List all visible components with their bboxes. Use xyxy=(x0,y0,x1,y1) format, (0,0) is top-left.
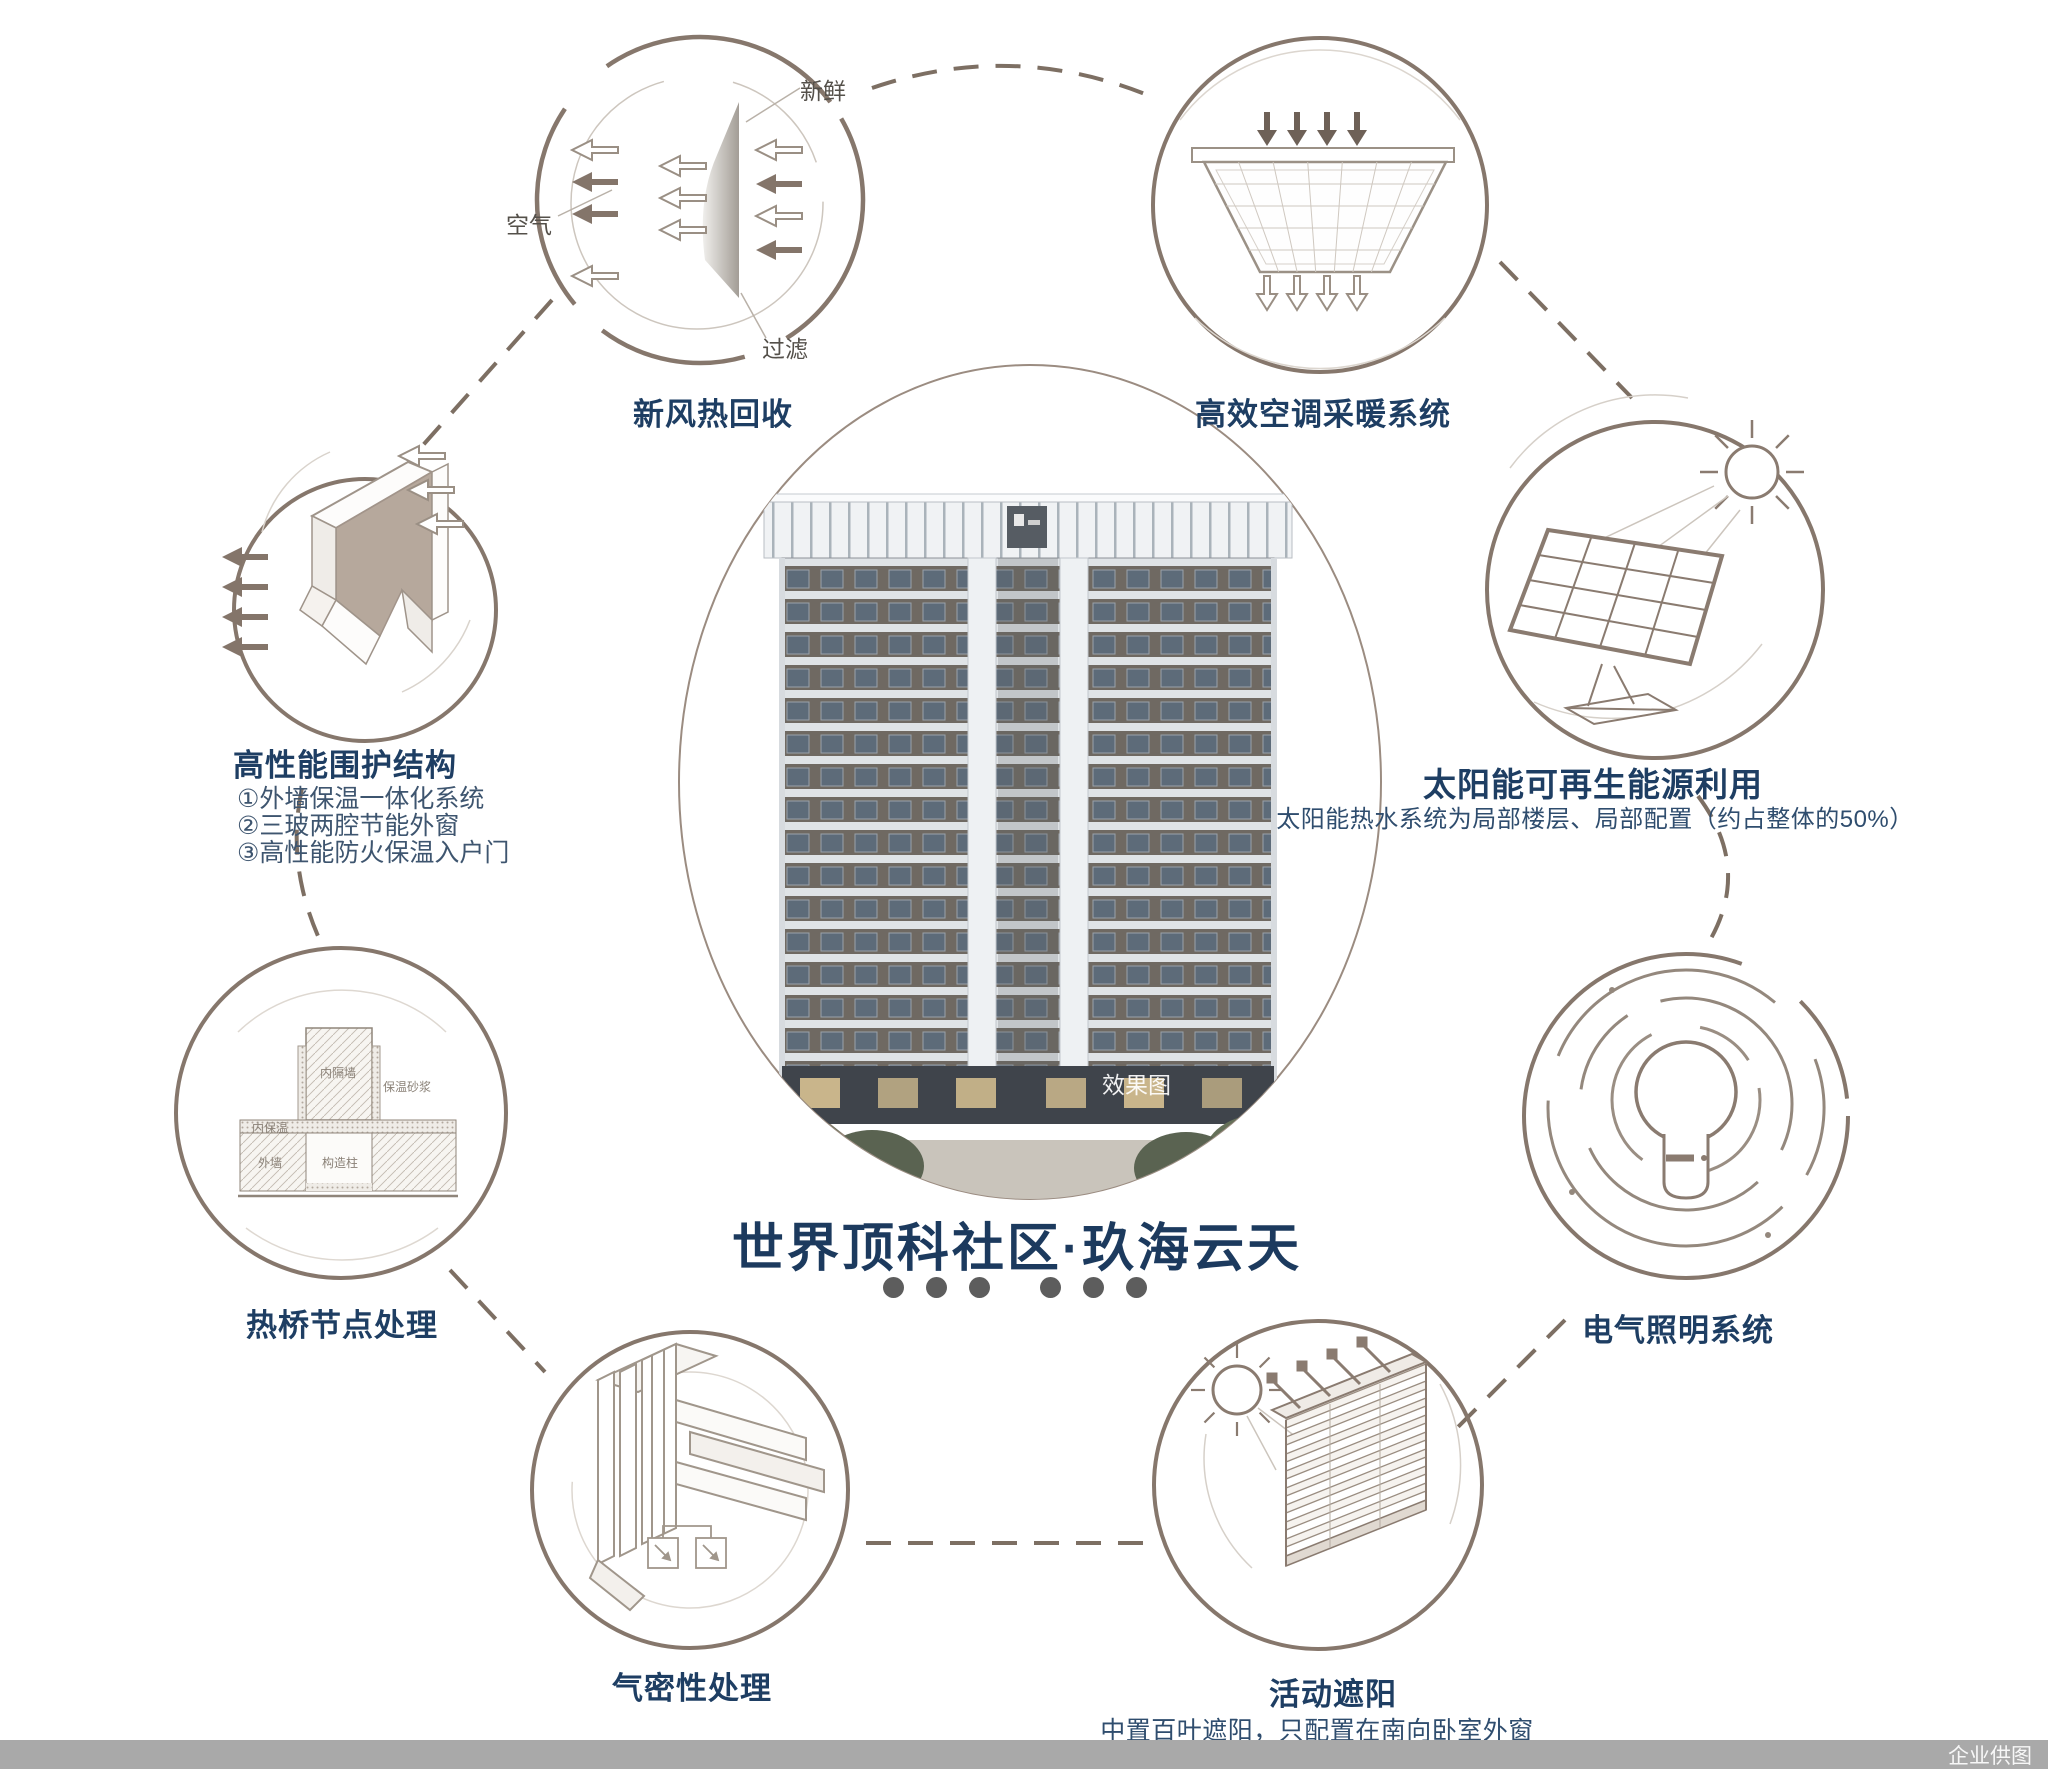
envelope-item-2: ②三玻两腔节能外窗 xyxy=(237,812,460,840)
dot xyxy=(1083,1277,1104,1298)
envelope-diagram xyxy=(222,445,498,743)
fresh-air-annotation-air: 空气 xyxy=(506,212,552,238)
thermal-bridge-diagram xyxy=(174,946,508,1280)
caption-lighting: 电气照明系统 xyxy=(1582,1313,1774,1348)
hvac-supply-arrows xyxy=(1256,275,1368,311)
fresh-air-annotation-fresh: 新鲜 xyxy=(800,78,846,104)
solar-diagram xyxy=(1485,394,1825,760)
image-credit-text: 企业供图 xyxy=(1948,1744,2032,1768)
thermal-label-inner-wall: 内隔墙 xyxy=(320,1066,357,1080)
blind-slats xyxy=(1285,1363,1427,1548)
thermal-label-mortar: 保温砂浆 xyxy=(383,1080,432,1094)
thermal-label-column: 构造柱 xyxy=(322,1156,359,1170)
page-title: 世界顶科社区·玖海云天 xyxy=(731,1220,1303,1278)
dot xyxy=(969,1277,990,1298)
window-profile xyxy=(588,1342,825,1612)
sun-rays xyxy=(1191,1344,1283,1436)
fresh-air-diagram xyxy=(534,34,866,366)
title-dots-decoration xyxy=(883,1277,1147,1298)
rendering-watermark: 效果图 xyxy=(1102,1072,1171,1098)
caption-shading: 活动遮阳 xyxy=(1269,1677,1397,1712)
blind-pins xyxy=(1266,1336,1392,1410)
caption-envelope: 高性能围护结构 xyxy=(233,748,457,783)
detail-callout-boxes xyxy=(647,1525,727,1569)
dashed-connectors xyxy=(294,63,1730,1545)
dot xyxy=(1040,1277,1061,1298)
envelope-solid-arrows xyxy=(222,547,268,657)
caption-fresh-air: 新风热回收 xyxy=(633,397,793,432)
shading-diagram xyxy=(1152,1319,1484,1651)
dot xyxy=(926,1277,947,1298)
dot xyxy=(883,1277,904,1298)
image-credit-bar: 企业供图 xyxy=(0,1740,2048,1769)
envelope-item-1: ①外墙保温一体化系统 xyxy=(237,785,485,813)
fresh-air-annotation-filter: 过滤 xyxy=(762,336,808,362)
solar-note: 太阳能热水系统为局部楼层、局部配置（约占整体的50%） xyxy=(1276,806,1914,833)
caption-airtight: 气密性处理 xyxy=(612,1671,772,1706)
panel-stand xyxy=(1563,663,1679,726)
hvac-intake-arrows xyxy=(1257,112,1367,146)
airtight-diagram xyxy=(530,1330,850,1650)
center-building-medallion xyxy=(678,364,1382,1200)
envelope-item-3: ③高性能防火保温入户门 xyxy=(237,839,510,867)
caption-thermal-bridge: 热桥节点处理 xyxy=(246,1308,438,1343)
caption-hvac: 高效空调采暖系统 xyxy=(1195,397,1451,432)
panel-grid xyxy=(1519,536,1715,656)
hvac-diagram xyxy=(1151,36,1489,374)
dot xyxy=(1126,1277,1147,1298)
hvac-grid xyxy=(1215,161,1435,273)
lighting-diagram xyxy=(1522,952,1850,1280)
thermal-label-outer-wall: 外墙 xyxy=(258,1156,283,1170)
thermal-label-inner-insulation: 内保温 xyxy=(252,1121,289,1135)
caption-solar: 太阳能可再生能源利用 xyxy=(1423,766,1763,803)
